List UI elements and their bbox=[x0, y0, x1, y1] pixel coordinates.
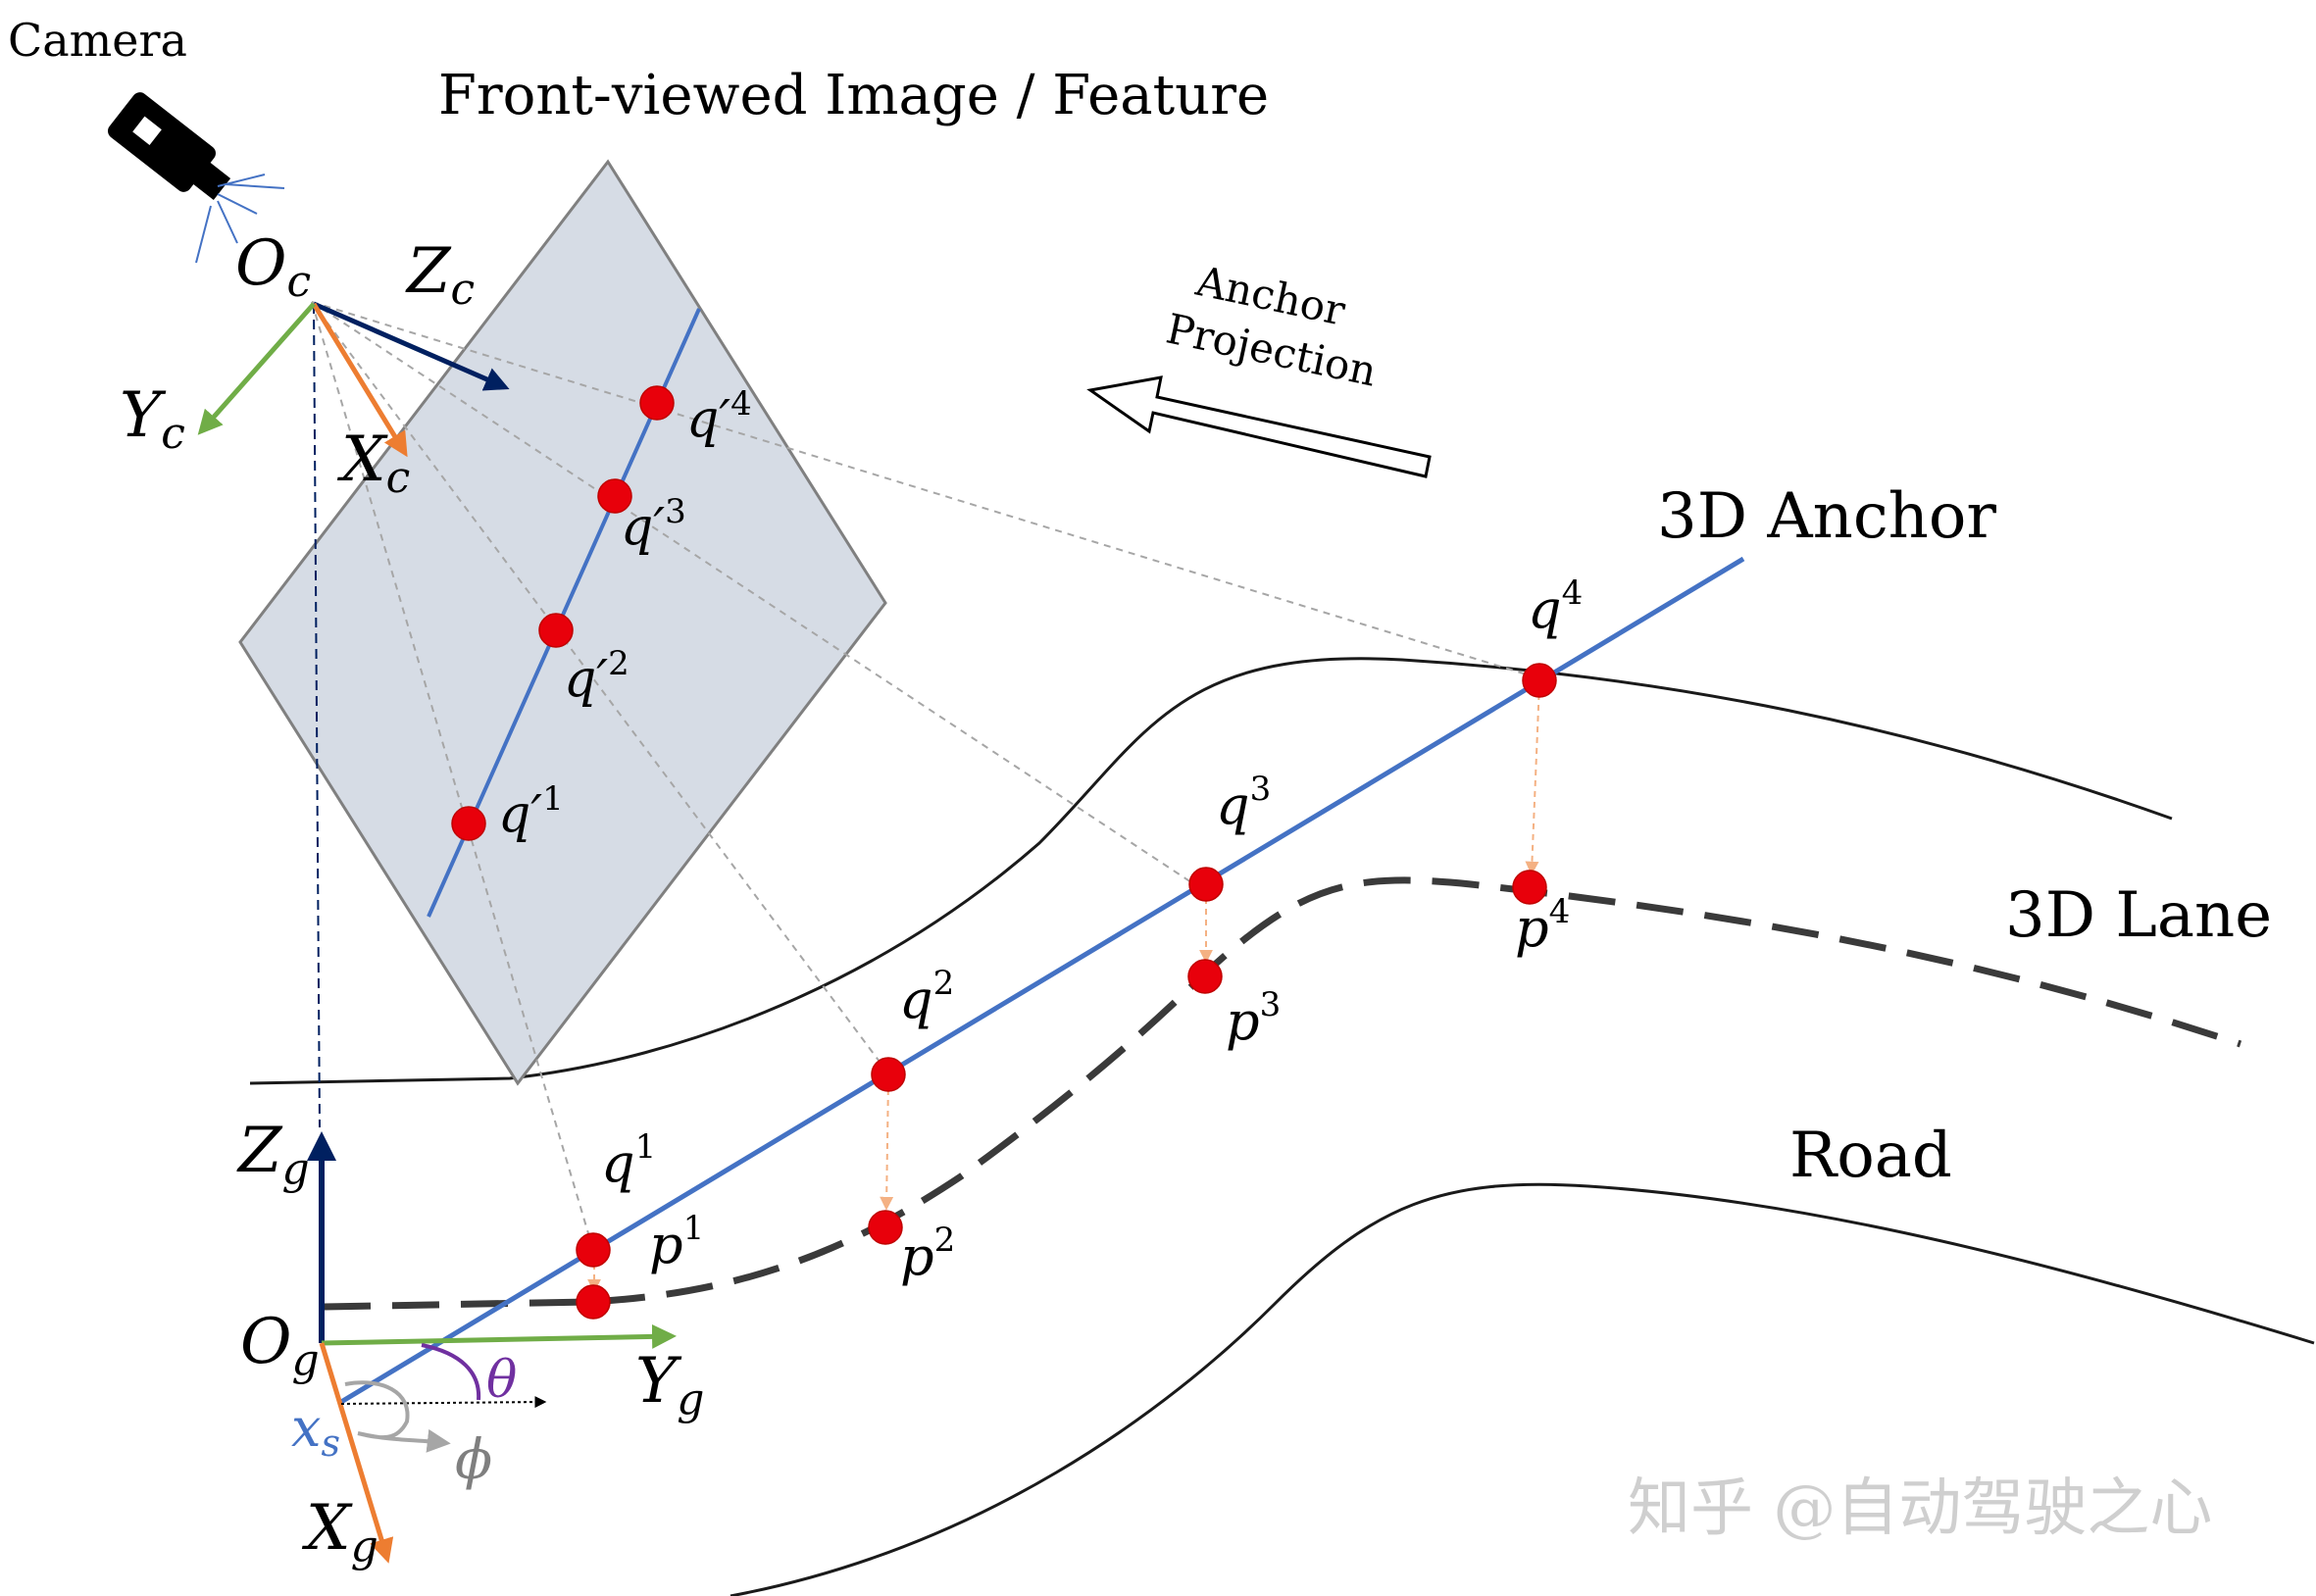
anchor-3d-line bbox=[339, 556, 1745, 1405]
phi-arc bbox=[344, 1380, 451, 1453]
lane-3d-label: 3D Lane bbox=[2005, 879, 2272, 952]
image-point-1-label: q′1 bbox=[498, 779, 564, 844]
image-point-4 bbox=[639, 385, 675, 421]
ground-z-label: Zg bbox=[236, 1115, 310, 1194]
anchor-point-4-label: q4 bbox=[1528, 574, 1583, 640]
camera-origin-label: Oc bbox=[235, 227, 311, 307]
lane-point-2 bbox=[868, 1210, 903, 1245]
image-point-4-label: q′4 bbox=[686, 384, 752, 449]
anchor-point-4 bbox=[1522, 663, 1557, 698]
anchor-point-2-label: q2 bbox=[899, 964, 954, 1030]
lane-point-1-label: p1 bbox=[649, 1209, 704, 1275]
phi-label: ϕ bbox=[455, 1428, 492, 1492]
camera-icon bbox=[108, 92, 285, 264]
road-lower-boundary bbox=[730, 1182, 2315, 1596]
anchor-3d-label: 3D Anchor bbox=[1657, 480, 1996, 553]
lane-point-markers bbox=[576, 870, 1547, 1320]
projection-rays bbox=[311, 301, 1540, 1251]
lane-point-1 bbox=[576, 1284, 611, 1320]
anchor-projection-arrow-outline bbox=[1086, 375, 1432, 478]
lane-point-3 bbox=[1187, 959, 1223, 994]
camera-axes bbox=[197, 301, 510, 458]
anchor-point-1 bbox=[576, 1232, 611, 1268]
ground-origin-label: Og bbox=[240, 1306, 320, 1385]
ground-x-axis bbox=[319, 1342, 394, 1564]
camera-y-label: Yc bbox=[120, 379, 185, 459]
road-label: Road bbox=[1789, 1120, 1952, 1192]
lane-point-3-label: p3 bbox=[1226, 985, 1281, 1052]
lane-point-2-label: p2 bbox=[900, 1221, 955, 1287]
image-point-3-label: q′3 bbox=[621, 492, 686, 557]
theta-arc bbox=[421, 1343, 481, 1401]
image-point-markers bbox=[451, 385, 675, 841]
image-point-1 bbox=[451, 806, 486, 841]
anchor-projection-label: Anchor Projection bbox=[1162, 253, 1391, 396]
figure-title: Front-viewed Image / Feature bbox=[438, 64, 1269, 127]
camera-z-label: Zc bbox=[405, 235, 475, 315]
camera-y-axis bbox=[197, 302, 316, 435]
anchor-point-markers bbox=[576, 663, 1557, 1268]
ground-x-label: Xg bbox=[301, 1492, 378, 1571]
camera-x-label: Xc bbox=[336, 424, 410, 503]
lane-point-4 bbox=[1512, 870, 1547, 905]
ground-y-axis bbox=[321, 1323, 677, 1349]
anchor-point-3 bbox=[1188, 867, 1224, 902]
camera-x-axis bbox=[311, 302, 408, 458]
camera-label: Camera bbox=[8, 14, 187, 67]
watermark: 知乎 @自动驾驶之心 bbox=[1628, 1472, 2212, 1545]
image-point-2 bbox=[538, 613, 574, 648]
image-point-2-label: q′2 bbox=[564, 644, 629, 709]
anchor-point-2 bbox=[871, 1057, 906, 1092]
anchor-start-xs-label: xs bbox=[291, 1397, 340, 1465]
image-point-3 bbox=[597, 478, 632, 514]
ground-y-label: Yg bbox=[635, 1345, 704, 1424]
anchor-point-3-label: q3 bbox=[1216, 770, 1271, 836]
ground-projection-dotted bbox=[340, 1396, 547, 1409]
camera-z-axis bbox=[313, 301, 510, 391]
road-upper-boundary bbox=[249, 657, 2173, 1085]
ground-axes bbox=[307, 1131, 677, 1564]
theta-label: θ bbox=[486, 1351, 517, 1410]
anchor-point-1-label: q1 bbox=[601, 1127, 656, 1194]
camera-height-line bbox=[313, 303, 321, 1128]
lane-point-4-label: p4 bbox=[1515, 892, 1570, 959]
